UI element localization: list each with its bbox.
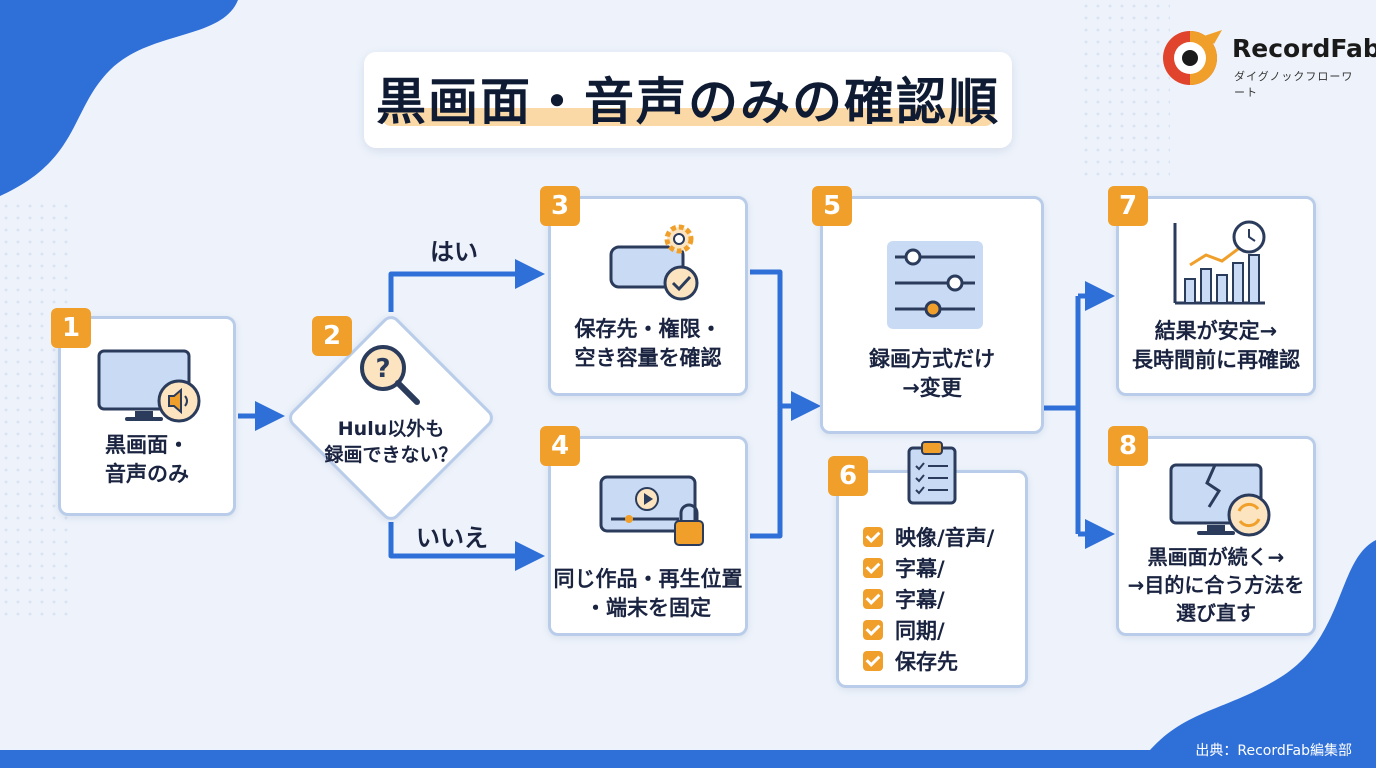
arrow-no-to-4 [388,522,545,571]
clipboard-checklist-icon [907,441,957,505]
checkbox-checked-icon [863,526,883,547]
recordfab-logo-icon [1163,30,1222,85]
step-5-card: 録画方式だけ →変更 [820,196,1044,434]
step-7-line: 結果が安定→ [1154,319,1278,343]
svg-text:?: ? [375,354,390,384]
step-1-badge: 1 [51,308,91,348]
step-5-line: 録画方式だけ [869,347,995,371]
step-8-line: 選び直す [1176,601,1256,625]
step-5-badge: 5 [812,186,852,226]
step-6-checklist: 映像/音声/ 字幕/ 字幕/ 同期/ 保存先 [863,521,994,676]
checklist-text: 保存先 [895,649,958,674]
edge-label-no: いいえ [416,524,488,552]
checklist-item: 保存先 [863,645,994,676]
checklist-item: 字幕/ [863,552,994,583]
step-3-card: 保存先・権限・ 空き容量を確認 [548,196,748,396]
checklist-item: 字幕/ [863,583,994,614]
checklist-text: 同期/ [895,618,945,643]
step-6-card: 映像/音声/ 字幕/ 字幕/ 同期/ 保存先 [836,470,1028,688]
step-7-label: 結果が安定→ 長時間前に再確認 [1119,317,1313,375]
step-4-card: 同じ作品・再生位置 ・端末を固定 [548,436,748,636]
checklist-item: 映像/音声/ [863,521,994,552]
step-8-label: 黒画面が続く→ →目的に合う方法を 選び直す [1119,543,1313,627]
source-credit: 出典：RecordFab編集部 [1195,743,1352,759]
step-2-label: Hulu以外も 録画できない？ [285,416,497,468]
step-3-label: 保存先・権限・ 空き容量を確認 [551,315,745,373]
branch-5-to-7-8 [1044,296,1081,534]
merge-3-4 [750,269,783,539]
step-7-card: 結果が安定→ 長時間前に再確認 [1116,196,1316,396]
footer-bar [0,750,1376,768]
step-7-line: 長時間前に再確認 [1132,348,1300,372]
step-1-line: 黒画面・ [105,433,189,457]
logo-name: RecordFab [1232,34,1376,63]
recordfab-logo: RecordFab ダイグノックフローワート [1160,28,1376,99]
title-card: 黒画面・音声のみの確認順 [364,52,1012,148]
step-8-line: →目的に合う方法を [1127,573,1305,597]
step-4-label: 同じ作品・再生位置 ・端末を固定 [551,565,745,623]
edge-label-yes: はい [430,238,478,266]
page-title: 黒画面・音声のみの確認順 [376,73,1000,131]
broken-monitor-refresh-icon [1169,463,1271,537]
step-4-badge: 4 [540,426,580,466]
step-4-line: ・端末を固定 [585,596,711,620]
checkbox-checked-icon [863,557,883,578]
step-5-line: →変更 [902,376,962,400]
checklist-item: 同期/ [863,614,994,645]
storage-gear-check-icon [609,224,699,301]
settings-sliders-icon [887,241,983,329]
step-2-line: Hulu以外も [337,418,445,440]
magnifier-question-icon: ? [360,345,420,405]
step-3-badge: 3 [540,186,580,226]
monitor-speaker-icon [97,349,201,423]
checklist-text: 字幕/ [895,556,945,581]
arrow-yes-to-3 [388,259,545,312]
checklist-text: 字幕/ [895,587,945,612]
checkbox-checked-icon [863,588,883,609]
step-8-card: 黒画面が続く→ →目的に合う方法を 選び直す [1116,436,1316,636]
step-7-badge: 7 [1108,186,1148,226]
checkbox-checked-icon [863,619,883,640]
step-3-line: 保存先・権限・ [574,317,722,341]
chart-clock-icon [1173,220,1266,305]
step-5-label: 録画方式だけ →変更 [823,345,1041,403]
step-8-badge: 8 [1108,426,1148,466]
title-highlight [382,108,994,126]
checklist-text: 映像/音声/ [895,525,995,550]
step-3-line: 空き容量を確認 [574,346,722,370]
step-1-line: 音声のみ [105,462,189,486]
logo-subtitle: ダイグノックフローワート [1234,70,1354,99]
step-8-line: 黒画面が続く→ [1147,545,1285,569]
step-2-decision: ? Hulu以外も 録画できない？ [284,311,498,525]
step-2-line: 録画できない？ [324,444,458,466]
checkbox-checked-icon [863,650,883,671]
video-player-lock-icon [599,475,704,546]
step-1-card: 黒画面・ 音声のみ [58,316,236,516]
step-2-badge: 2 [312,316,352,356]
step-1-label: 黒画面・ 音声のみ [61,431,233,489]
step-6-badge: 6 [828,456,868,496]
step-4-line: 同じ作品・再生位置 [553,567,743,591]
